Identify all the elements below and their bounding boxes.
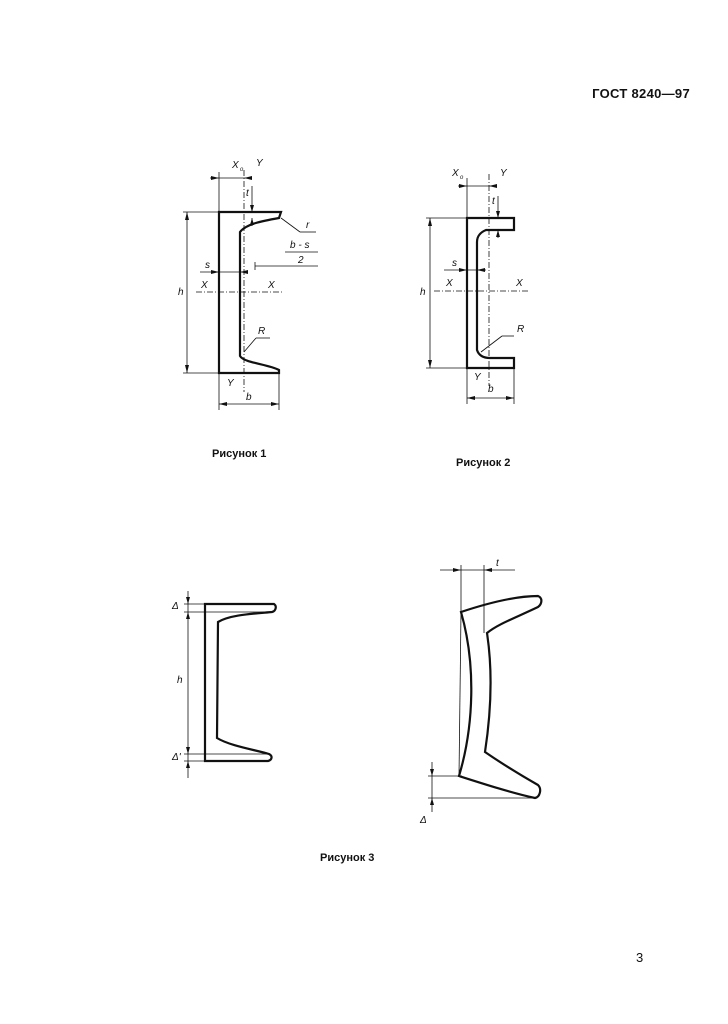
fig2-label-s: s [452,258,457,269]
fig1-label-x0-sub: o [240,167,244,173]
fig2-label-x0: X [451,168,459,179]
fig2-channel-outline [465,216,516,370]
fig3-label-delta-right: Δ [419,815,427,826]
fig2-label-y-bottom: Y [474,372,482,383]
fig1-label-t: t [246,188,250,199]
fig2-label-R: R [517,324,524,335]
fig2-label-y-top: Y [500,168,508,179]
fig3-label-t: t [496,558,500,569]
fig1-label-x-left: X [200,280,208,291]
fig3-left-channel-outline [203,602,277,763]
fig3-label-delta-top: Δ [171,601,179,612]
standard-header: ГОСТ 8240—97 [592,86,690,101]
fig1-label-h: h [178,287,184,298]
figure-2-caption: Рисунок 2 [456,457,511,469]
fig2-label-t: t [492,196,496,207]
fig2-label-b: b [488,384,494,395]
fig1-label-x-right: X [267,280,275,291]
fig3-label-delta-bottom: Δ' [171,752,182,763]
fig1-label-two: 2 [297,255,304,266]
page-number: 3 [636,950,644,965]
fig2-label-x0-sub: o [460,175,464,181]
fig1-label-b: b [246,392,252,403]
figure-3-caption: Рисунок 3 [320,852,375,864]
fig1-label-x0: X [231,160,239,171]
fig1-channel-outline [217,210,283,375]
fig2-label-x-left: X [445,278,453,289]
fig3-right-channel-outline [457,594,543,800]
fig3-right-chord-line [458,611,462,777]
fig1-label-b-minus-s: b - s [290,240,309,251]
fig2-label-h: h [420,287,426,298]
fig1-label-y-bottom: Y [227,378,235,389]
fig3-label-h: h [177,675,183,686]
fig1-label-s: s [205,260,210,271]
fig1-label-y-top: Y [256,158,264,169]
fig2-label-x-right: X [515,278,523,289]
fig1-label-r: r [306,220,310,231]
figure-1-caption: Рисунок 1 [212,448,267,460]
fig1-label-R: R [258,326,265,337]
